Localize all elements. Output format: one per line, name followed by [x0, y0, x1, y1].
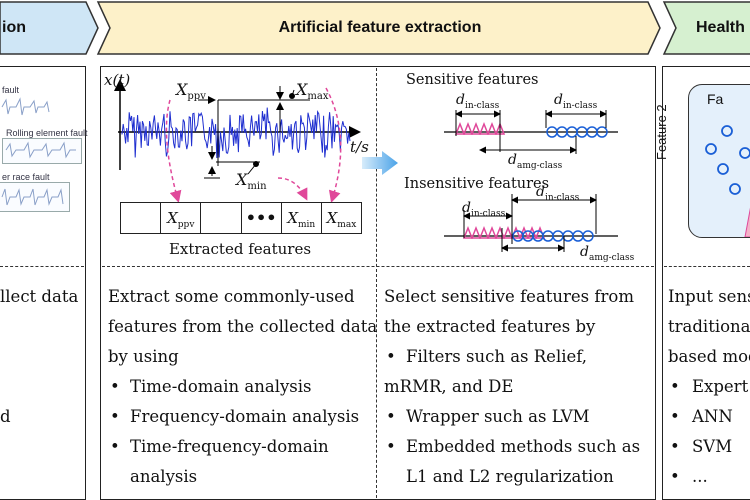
signal-diagram	[114, 79, 361, 203]
middle-text-line-1: Extract some commonly-used	[108, 287, 355, 306]
signal-x-label: t/s	[350, 138, 369, 156]
selection-text-line-2: the extracted features by	[384, 317, 596, 336]
fault-label-3: er race fault	[2, 172, 50, 182]
middle-bullet-1-text: Time-domain analysis	[130, 377, 312, 396]
feature-space-corner-text: Fa	[707, 91, 724, 107]
middle-bullet-3-continuation: analysis	[130, 467, 198, 486]
selection-bullet-3-continuation: L1 and L2 regularization	[406, 467, 614, 486]
right-bullet-4: •	[670, 467, 680, 486]
sensitive-features-title: Sensitive features	[406, 72, 539, 88]
right-bullet-2: •	[670, 407, 680, 426]
header-left-shape	[0, 1, 99, 55]
circle-marker	[582, 230, 594, 242]
feature-cell-max: Xmax	[326, 209, 357, 230]
triangle-marker	[486, 121, 498, 135]
sensitive-class-a	[454, 121, 506, 135]
panel-divider	[376, 68, 377, 498]
header-right-shape	[662, 1, 750, 55]
right-bullet-1-text: Expert	[692, 377, 749, 396]
right-bullet-2-text: ANN	[692, 407, 733, 426]
ppv-label: Xppv	[176, 80, 206, 103]
fault-waveform-2	[5, 141, 76, 159]
feature-cell-ellipsis: •••	[242, 203, 282, 233]
ppv-arrow	[165, 99, 182, 203]
flow-arrow-icon	[362, 151, 398, 175]
selection-bullet-1-text: Filters such as Relief,	[406, 347, 588, 366]
insensitive-class-b	[512, 230, 594, 242]
right-bullet-3-text: SVM	[692, 437, 733, 456]
d-inclass-label-3: din-class	[462, 200, 506, 219]
extracted-features-row: Xppv ••• Xmin Xmax	[120, 202, 362, 234]
min-arrow	[277, 177, 308, 201]
triangle-marker	[502, 225, 514, 239]
middle-bullet-1: •	[110, 377, 120, 396]
triangle-marker	[486, 225, 498, 239]
selection-bullet-3-text: Embedded methods such as	[406, 437, 641, 456]
selection-bullet-3: •	[386, 437, 396, 456]
triangle-marker	[478, 225, 490, 239]
d-inclass-label-4: din-class	[536, 184, 580, 203]
right-text-line-3: based mod	[668, 347, 750, 366]
header-bar	[0, 1, 750, 55]
max-arrow	[325, 87, 342, 203]
left-separator	[0, 266, 84, 267]
right-bullet-4-text: ...	[692, 467, 708, 486]
signal-waveform	[121, 107, 351, 159]
middle-text-line-2: features from the collected data	[108, 317, 378, 336]
triangle-marker	[454, 121, 466, 135]
triangle-marker	[478, 121, 490, 135]
d-amgclass-label-2: damg-class	[580, 244, 635, 263]
selection-bullet-2: •	[386, 407, 396, 426]
signal-y-label: x(t)	[104, 71, 131, 89]
middle-bullet-2-text: Frequency-domain analysis	[130, 407, 360, 426]
triangle-marker	[470, 121, 482, 135]
header-middle-shape	[96, 1, 661, 55]
feature-cell-min: Xmin	[282, 203, 322, 233]
d-inclass-label-2: din-class	[554, 92, 598, 111]
d-amgclass-label-1: damg-class	[508, 152, 563, 171]
triangle-marker	[462, 225, 474, 239]
right-text-line-1: Input sens	[668, 287, 750, 306]
feature-cell-empty-1	[121, 203, 162, 233]
max-label: Xmax	[296, 80, 329, 103]
selection-text-line-1: Select sensitive features from	[384, 287, 634, 306]
left-text-line-2: d	[0, 407, 11, 426]
middle-bullet-3-text: Time-frequency-domain	[130, 437, 329, 456]
feature-space-points	[705, 125, 750, 237]
middle-separator	[102, 266, 654, 267]
sensitive-class-b	[546, 126, 608, 138]
selection-bullet-1: •	[386, 347, 396, 366]
feature-2-axis-label: Feature 2	[654, 104, 669, 160]
circle-marker	[596, 126, 608, 138]
fault-waveform-1	[1, 97, 50, 116]
insensitive-features-title: Insensitive features	[404, 176, 550, 192]
feature-cell-empty-2	[201, 203, 242, 233]
middle-bullet-3: •	[110, 437, 120, 456]
fault-label-1: fault	[2, 85, 20, 95]
feature-selection-diagram	[444, 110, 618, 252]
right-text-line-2: traditional	[668, 317, 750, 336]
header-left-title: ion	[2, 19, 26, 36]
feature-space-plot: Fa	[688, 84, 750, 238]
d-inclass-label-1: din-class	[456, 92, 500, 111]
middle-text-line-3: by using	[108, 347, 179, 366]
fault-waveform-3	[1, 188, 64, 206]
header-right-title: Health	[696, 19, 745, 36]
triangle-marker	[470, 225, 482, 239]
header-middle-title: Artificial feature extraction	[278, 19, 482, 36]
extracted-features-caption: Extracted features	[168, 240, 312, 258]
right-bullet-3: •	[670, 437, 680, 456]
right-separator	[664, 266, 750, 267]
selection-bullet-1-continuation: mRMR, and DE	[384, 377, 514, 396]
fault-label-2: Rolling element fault	[6, 128, 88, 138]
triangle-marker	[462, 121, 474, 135]
feature-cell-ppv: Xppv	[161, 203, 202, 233]
right-bullet-1: •	[670, 377, 680, 396]
middle-bullet-2: •	[110, 407, 120, 426]
left-text-line-1: llect data	[0, 287, 79, 306]
selection-bullet-2-text: Wrapper such as LVM	[406, 407, 590, 426]
min-label: Xmin	[236, 170, 267, 193]
